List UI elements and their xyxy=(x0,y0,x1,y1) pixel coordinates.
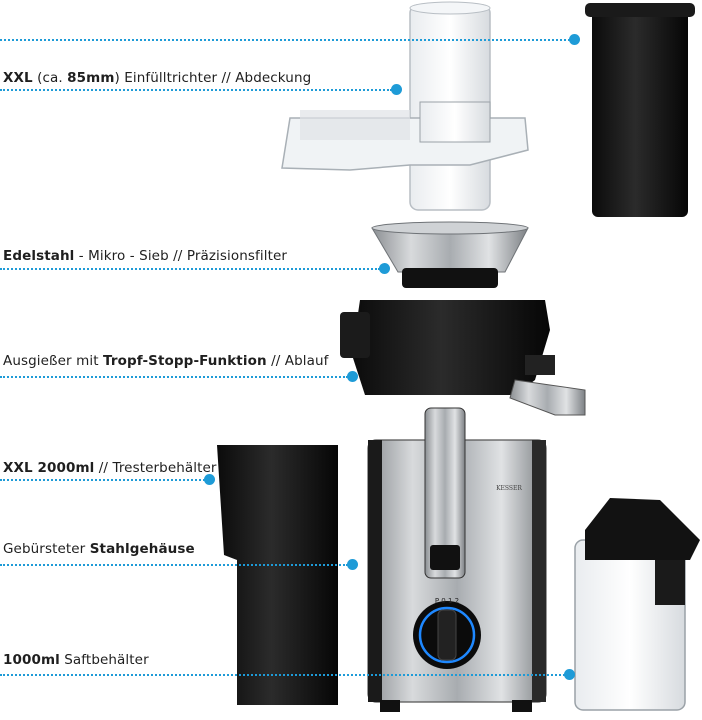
label-housing: Gebürsteter Stahlgehäuse xyxy=(3,541,195,557)
dial-marks: P 0 1 2 xyxy=(435,597,459,605)
motor-base-icon: KESSER xyxy=(367,407,547,712)
juice-callout-line xyxy=(0,674,565,676)
sieve-icon xyxy=(371,221,529,288)
spout-callout-line xyxy=(0,376,348,378)
pulp-callout-dot xyxy=(204,474,215,485)
funnel-callout-dot xyxy=(391,84,402,95)
housing-callout-line xyxy=(0,564,348,566)
label-pulp-container: XXL 2000ml // Tresterbehälter xyxy=(3,460,217,476)
sieve-callout-line xyxy=(0,268,380,270)
label-juice-jug: 1000ml Saftbehälter xyxy=(3,652,149,668)
pusher-callout-line xyxy=(0,39,570,41)
label-spout: Ausgießer mit Tropf-Stopp-Funktion // Ab… xyxy=(3,353,329,369)
speed-dial-icon: P 0 1 2 xyxy=(413,597,481,669)
pusher-callout-dot xyxy=(569,34,580,45)
funnel-cover-icon xyxy=(281,101,529,171)
sieve-callout-dot xyxy=(379,263,390,274)
housing-callout-dot xyxy=(347,559,358,570)
spout-icon xyxy=(340,300,586,416)
spout-callout-dot xyxy=(347,371,358,382)
label-funnel: XXL (ca. 85mm) Einfülltrichter // Abdeck… xyxy=(3,70,312,86)
lid-cap-icon xyxy=(585,3,695,217)
juice-callout-dot xyxy=(564,669,575,680)
label-sieve: Edelstahl - Mikro - Sieb // Präzisionsfi… xyxy=(3,248,288,264)
funnel-callout-line xyxy=(0,89,392,91)
pulp-callout-line xyxy=(0,479,205,481)
pulp-container-icon xyxy=(217,445,338,705)
juice-jug-icon xyxy=(574,498,700,711)
brand-logo: KESSER xyxy=(496,485,522,492)
